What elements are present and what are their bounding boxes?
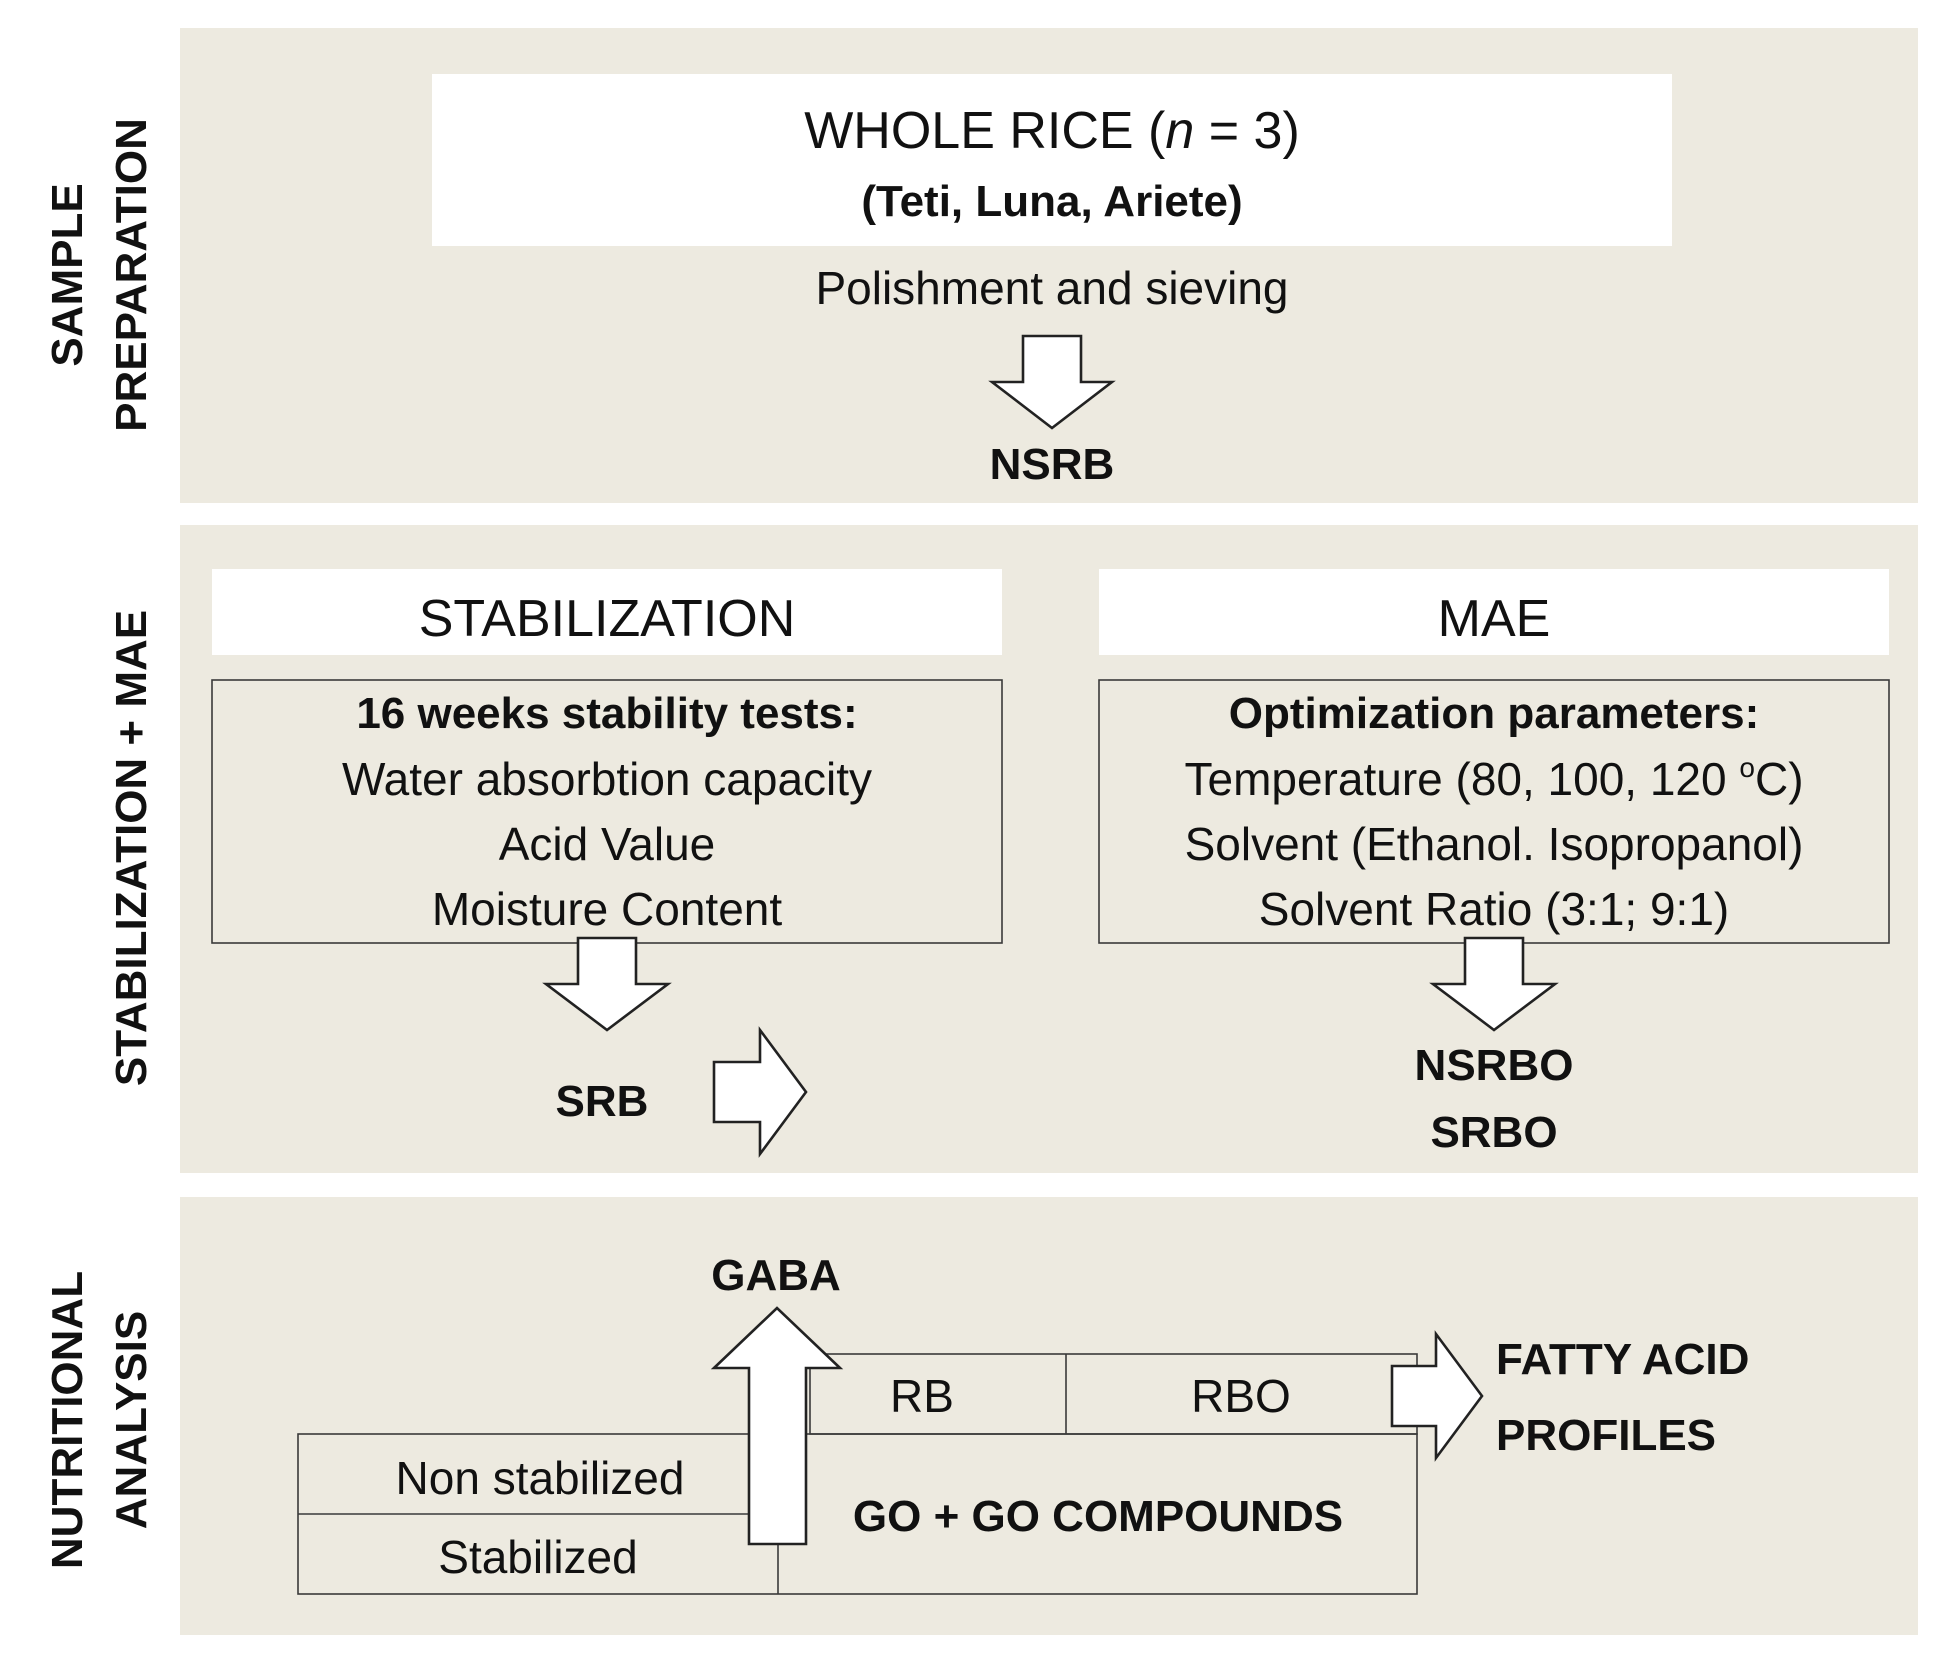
go-compounds-label: GO + GO COMPOUNDS	[853, 1492, 1343, 1541]
right-arrow-icon	[712, 1026, 808, 1158]
gaba-label: GABA	[711, 1251, 841, 1300]
stability-test-item: Acid Value	[499, 818, 716, 870]
process-label: Polishment and sieving	[815, 262, 1288, 314]
stability-tests-heading: 16 weeks stability tests:	[356, 689, 857, 738]
sample-preparation-label-line2: PREPARATION	[107, 118, 156, 432]
down-arrow-icon	[542, 936, 672, 1032]
optimization-item: Solvent (Ethanol. Isopropanol)	[1185, 818, 1804, 870]
optimization-heading: Optimization parameters:	[1229, 689, 1760, 738]
whole-rice-box	[432, 74, 1672, 246]
sample-preparation-label-line1: SAMPLE	[43, 183, 92, 366]
mae-title: MAE	[1438, 590, 1551, 648]
down-arrow-icon	[1429, 936, 1559, 1032]
stability-test-item: Moisture Content	[432, 883, 782, 935]
whole-rice-title: WHOLE RICE (n = 3)	[804, 102, 1300, 160]
stabilization-title-box	[212, 569, 1002, 655]
rb-label: RB	[890, 1370, 954, 1422]
srb-label: SRB	[556, 1077, 649, 1126]
up-arrow-icon	[710, 1306, 844, 1546]
stabilization-title: STABILIZATION	[419, 590, 796, 648]
srbo-label: SRBO	[1430, 1108, 1557, 1157]
fatty-acid-label-line1: FATTY ACID	[1496, 1335, 1749, 1384]
stabilized-label: Stabilized	[438, 1531, 637, 1583]
rice-varieties: (Teti, Luna, Ariete)	[861, 177, 1242, 226]
right-arrow-icon	[1390, 1330, 1484, 1462]
optimization-temperature: Temperature (80, 100, 120 oC)	[1184, 752, 1803, 805]
nsrb-label: NSRB	[990, 440, 1115, 489]
nsrbo-label: NSRBO	[1415, 1041, 1574, 1090]
rbo-label: RBO	[1191, 1370, 1291, 1422]
stabilization-mae-label: STABILIZATION + MAE	[107, 610, 156, 1086]
nutritional-analysis-label-line2: ANALYSIS	[107, 1311, 156, 1529]
fatty-acid-label-line2: PROFILES	[1496, 1411, 1716, 1460]
mae-title-box	[1099, 569, 1889, 655]
non-stabilized-label: Non stabilized	[396, 1452, 685, 1504]
down-arrow-icon	[988, 334, 1116, 430]
stability-test-item: Water absorbtion capacity	[342, 753, 872, 805]
nutritional-analysis-label-line1: NUTRITIONAL	[43, 1271, 92, 1569]
nutritional-analysis-panel	[180, 1197, 1918, 1635]
optimization-item: Solvent Ratio (3:1; 9:1)	[1259, 883, 1729, 935]
